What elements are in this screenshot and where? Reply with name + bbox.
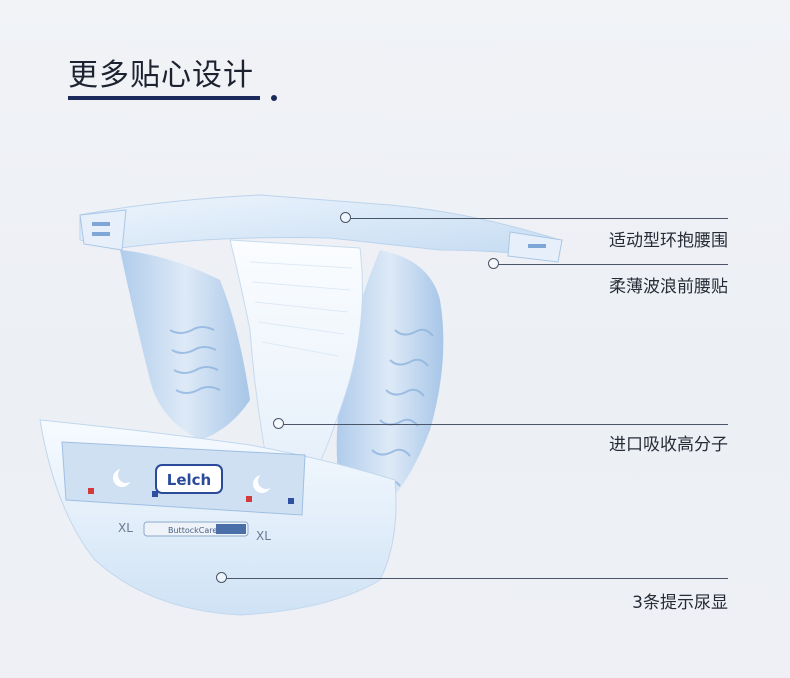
left-tab bbox=[79, 209, 127, 251]
callout-marker-3 bbox=[273, 418, 284, 429]
feature-label-absorbent: 进口吸收高分子 bbox=[609, 435, 728, 455]
feature-label-waist: 适动型环抱腰围 bbox=[609, 231, 728, 251]
brand-logo-text: Lelch bbox=[167, 471, 211, 489]
buttockcare-badge: ButtockCare bbox=[168, 526, 217, 535]
callout-marker-1 bbox=[340, 212, 351, 223]
title-underline bbox=[68, 96, 260, 100]
feature-label-front-tape: 柔薄波浪前腰贴 bbox=[609, 277, 728, 297]
brand-badge bbox=[155, 464, 223, 494]
callout-line-4 bbox=[226, 578, 728, 579]
callout-marker-4 bbox=[216, 572, 227, 583]
callout-line-2 bbox=[498, 264, 728, 265]
callout-line-1 bbox=[350, 218, 728, 219]
left-leg-cuff bbox=[120, 250, 250, 440]
size-mark-left: XL bbox=[118, 521, 133, 535]
callout-line-3 bbox=[283, 424, 728, 425]
right-leg-cuff bbox=[336, 250, 444, 530]
title-dot bbox=[271, 95, 277, 101]
feature-label-wetness-indicator: 3条提示尿显 bbox=[632, 593, 728, 613]
callout-marker-2 bbox=[488, 258, 499, 269]
size-mark-right: XL bbox=[256, 529, 271, 543]
page-title: 更多贴心设计 bbox=[68, 58, 254, 93]
